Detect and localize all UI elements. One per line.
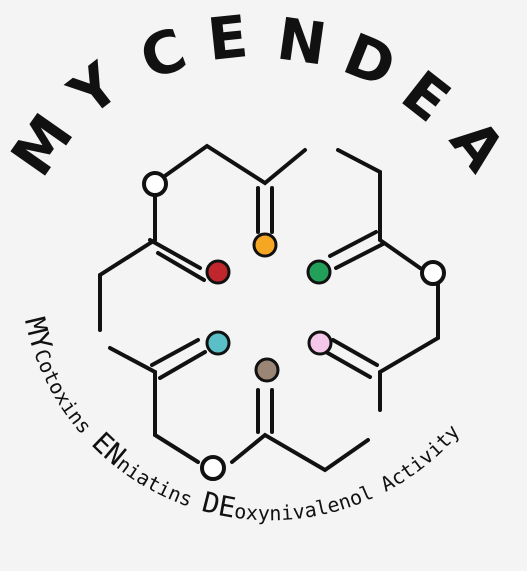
oxygen-atom-top-left — [142, 171, 168, 197]
svg-text:A: A — [437, 107, 518, 184]
dot-orange — [252, 232, 278, 258]
svg-text:E: E — [204, 2, 251, 74]
dot-teal — [205, 330, 231, 356]
molecule-structure — [98, 143, 440, 473]
svg-text:Y: Y — [56, 49, 133, 130]
dot-pink — [307, 330, 333, 356]
dot-green — [306, 259, 332, 285]
logo-title: M Y C E N D E A — [0, 2, 518, 188]
svg-text:N: N — [273, 5, 331, 79]
oxygen-atom-bottom — [200, 455, 226, 481]
svg-text:M: M — [0, 102, 87, 188]
svg-text:C: C — [132, 15, 195, 93]
svg-text:E: E — [389, 57, 462, 135]
dot-red — [205, 259, 231, 285]
svg-text:D: D — [335, 20, 405, 101]
dot-taupe — [254, 357, 280, 383]
oxygen-atom-right — [420, 260, 446, 286]
